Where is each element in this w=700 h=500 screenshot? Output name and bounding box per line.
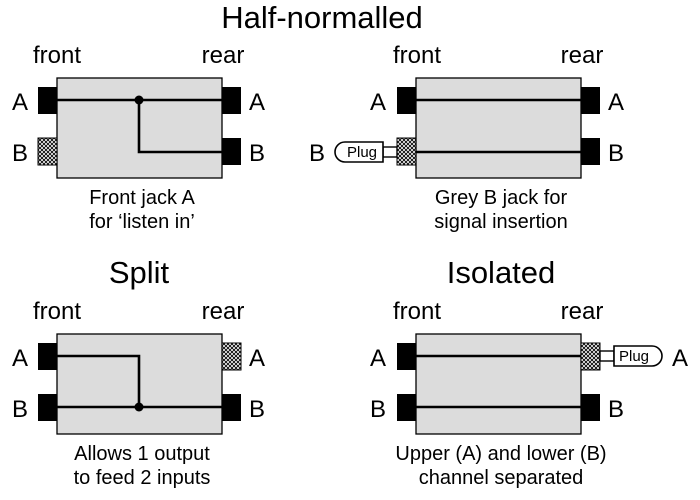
jack-b-label: B <box>12 396 28 423</box>
caption-line-2: signal insertion <box>434 211 567 233</box>
rear-label: rear <box>202 298 245 325</box>
front-jack-a[interactable] <box>38 343 57 370</box>
jack-a-label: A <box>12 345 28 372</box>
plug-body <box>613 345 663 367</box>
panel-isolated: Isolated front rear Plug A B A B Upper (… <box>370 255 688 489</box>
rear-jack-b[interactable] <box>222 394 241 421</box>
rear-jack-a-grey[interactable] <box>580 342 601 371</box>
plug[interactable]: Plug <box>334 141 398 163</box>
rear-jack-a[interactable] <box>222 87 241 114</box>
jack-a-label: A <box>370 89 386 116</box>
jack-b-label: B <box>12 140 28 167</box>
rear-a-label: A <box>608 89 624 116</box>
rear-label: rear <box>561 298 604 325</box>
plug[interactable]: Plug <box>599 345 663 367</box>
caption-line-1: Front jack A <box>89 187 195 209</box>
panel-title: Split <box>109 255 170 290</box>
rear-jack-a-grey[interactable] <box>221 342 242 371</box>
caption-line-1: Allows 1 output <box>74 443 210 465</box>
plug-tip <box>382 146 398 158</box>
front-jack-b[interactable] <box>397 394 416 421</box>
rear-b-label: B <box>608 140 624 167</box>
front-jack-b[interactable] <box>38 394 57 421</box>
jack-b-label: B <box>309 140 325 167</box>
caption-line-2: for ‘listen in’ <box>89 211 195 233</box>
rear-label: rear <box>202 42 245 69</box>
panel-half-normalled-insertion: front rear Plug A B A B Grey B jack for … <box>309 42 624 233</box>
front-label: front <box>393 42 441 69</box>
plug-tip <box>599 350 615 362</box>
plug-label: Plug <box>347 144 377 161</box>
front-label: front <box>393 298 441 325</box>
panel-half-normalled: front rear A B A B Front jack A for ‘lis… <box>12 42 265 233</box>
main-title: Half-normalled <box>221 0 423 35</box>
front-jack-b-grey[interactable] <box>37 137 58 166</box>
jack-a-label: A <box>370 345 386 372</box>
front-label: front <box>33 298 81 325</box>
front-label: front <box>33 42 81 69</box>
front-jack-a[interactable] <box>38 87 57 114</box>
front-jack-a[interactable] <box>397 87 416 114</box>
rear-jack-b[interactable] <box>222 138 241 165</box>
rear-label: rear <box>561 42 604 69</box>
junction-dot <box>134 402 144 412</box>
jack-a-label: A <box>12 89 28 116</box>
rear-a-label: A <box>249 89 265 116</box>
front-jack-a[interactable] <box>397 343 416 370</box>
plug-body <box>334 141 384 163</box>
junction-dot <box>134 95 144 105</box>
patch-box <box>415 77 582 179</box>
rear-b-label: B <box>249 140 265 167</box>
caption-line-2: to feed 2 inputs <box>74 467 211 489</box>
jack-b-label: B <box>370 396 386 423</box>
rear-a-label: A <box>672 345 688 372</box>
plug-label: Plug <box>619 348 649 365</box>
rear-b-label: B <box>249 396 265 423</box>
patch-box <box>415 333 582 435</box>
panel-split: Split front rear A B A B Allows 1 output… <box>12 255 265 489</box>
wire-normal-link <box>137 100 222 154</box>
rear-jack-b[interactable] <box>581 138 600 165</box>
panel-title: Isolated <box>447 255 556 290</box>
caption-line-1: Upper (A) and lower (B) <box>395 443 606 465</box>
caption-line-2: channel separated <box>419 467 584 489</box>
front-jack-b-grey[interactable] <box>396 137 417 166</box>
rear-jack-a[interactable] <box>581 87 600 114</box>
rear-b-label: B <box>608 396 624 423</box>
wire-a-down <box>57 354 141 407</box>
rear-jack-b[interactable] <box>581 394 600 421</box>
caption-line-1: Grey B jack for <box>435 187 568 209</box>
rear-a-label: A <box>249 345 265 372</box>
